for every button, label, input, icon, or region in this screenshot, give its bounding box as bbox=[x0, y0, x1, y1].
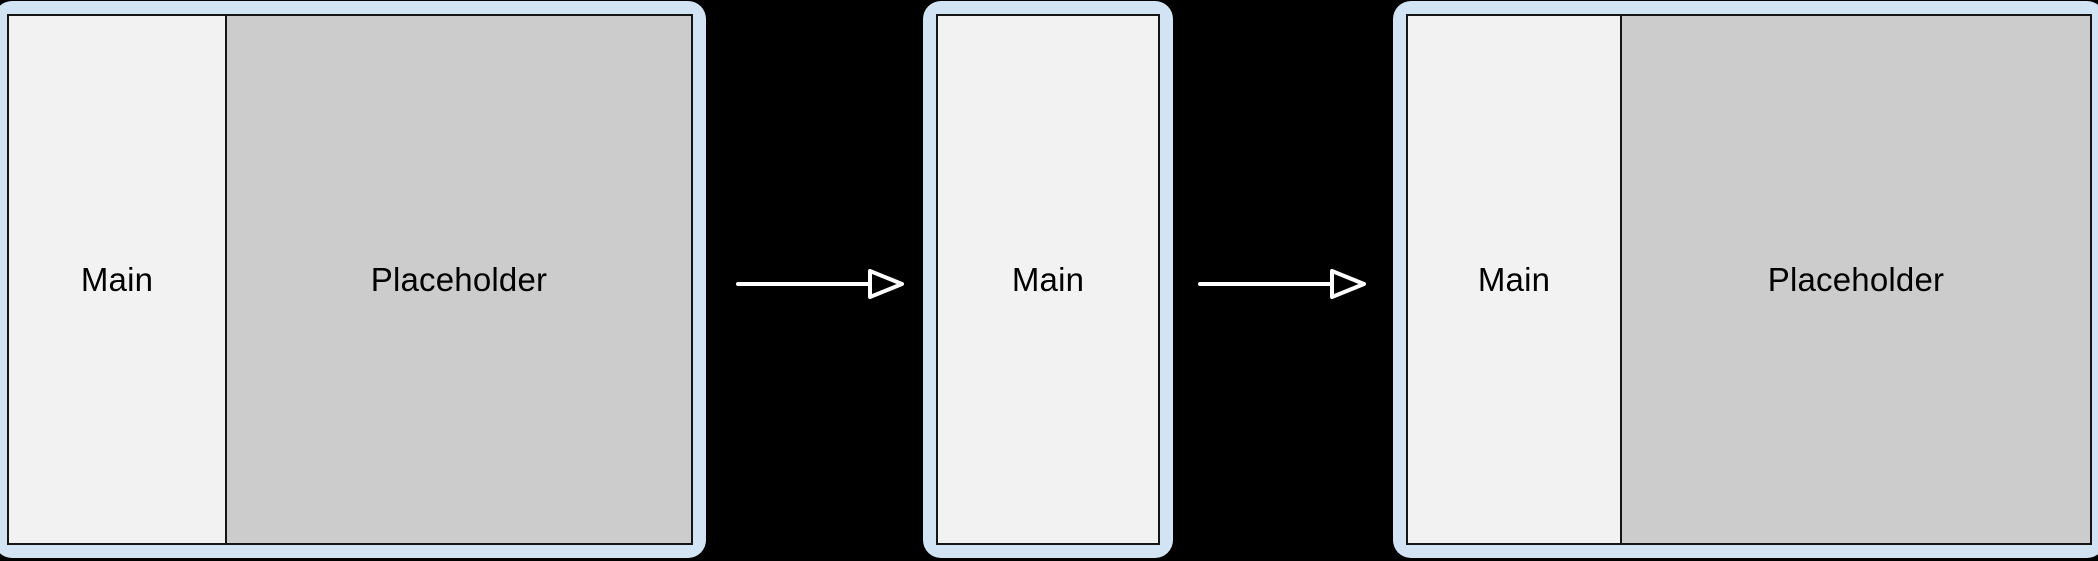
panel-1-placeholder-label: Placeholder bbox=[370, 261, 548, 298]
arrow-2-shape bbox=[1198, 269, 1366, 299]
panel-3-main-label: Main bbox=[1477, 261, 1551, 298]
panel-1-region-placeholder[interactable]: Placeholder bbox=[225, 16, 691, 543]
arrow-1-shape bbox=[736, 269, 904, 299]
panel-3[interactable]: Main Placeholder bbox=[1393, 1, 2098, 558]
panel-1-region-main[interactable]: Main bbox=[9, 16, 225, 543]
panel-3-region-main[interactable]: Main bbox=[1408, 16, 1620, 543]
panel-2-region-main[interactable]: Main bbox=[938, 16, 1158, 543]
panel-3-placeholder-label: Placeholder bbox=[1767, 261, 1945, 298]
arrow-right-icon-1 bbox=[736, 269, 904, 299]
arrow-right-icon-2 bbox=[1198, 269, 1366, 299]
panel-3-region-placeholder[interactable]: Placeholder bbox=[1620, 16, 2090, 543]
panel-3-inner: Main Placeholder bbox=[1406, 14, 2092, 545]
canvas-top-edge bbox=[0, 0, 2098, 1]
panel-2[interactable]: Main bbox=[923, 1, 1173, 558]
panel-2-main-label: Main bbox=[1011, 261, 1085, 298]
panel-1-inner: Main Placeholder bbox=[7, 14, 693, 545]
panel-1-main-label: Main bbox=[80, 261, 154, 298]
panel-2-inner: Main bbox=[936, 14, 1160, 545]
panel-1[interactable]: Main Placeholder bbox=[0, 1, 706, 558]
